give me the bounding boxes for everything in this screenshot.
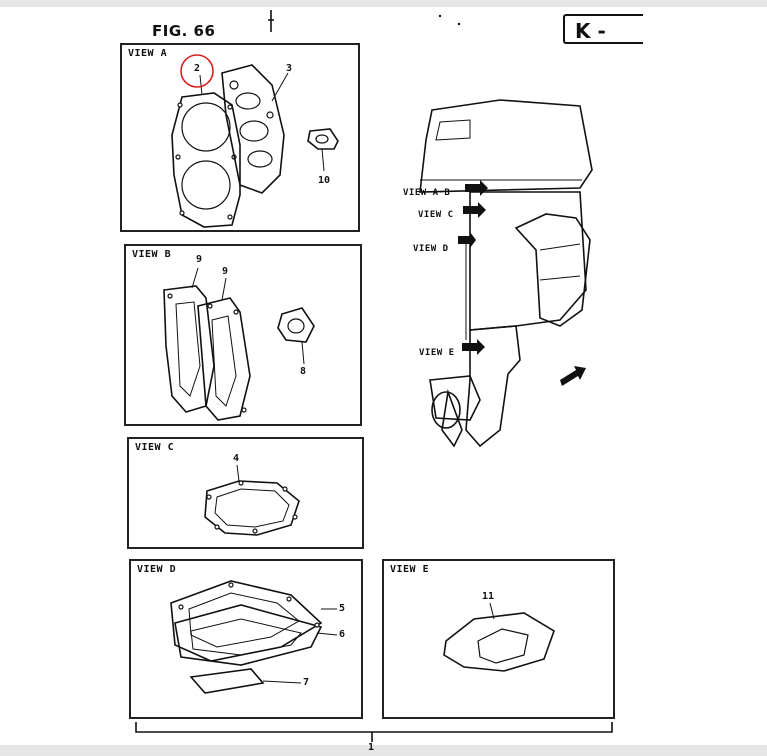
part-number-9a: 9 [196,254,203,265]
part-number-9b: 9 [222,266,229,277]
page-code-box: K - [563,14,643,44]
view-e-label: VIEW E [390,564,430,575]
motor-label-view-d: VIEW D [413,244,449,254]
view-d-panel: VIEW D 5 6 7 [129,559,363,719]
part-number-7: 7 [303,677,310,688]
highlight-circle [180,54,214,88]
view-d-label: VIEW D [137,564,177,575]
view-c-panel: VIEW C 4 [127,437,364,549]
view-e-drawing [443,602,555,672]
part-number-10: 10 [318,175,331,186]
part-number-3: 3 [286,63,293,74]
view-d-drawing [170,580,338,694]
view-b-drawing [163,267,315,421]
part-number-5: 5 [339,603,346,614]
part-number-2: 2 [194,63,201,74]
view-a-drawing [171,54,339,228]
view-e-panel: VIEW E 11 [382,559,615,719]
bottom-reference-number: 1 [368,742,375,753]
view-a-panel: VIEW A 2 3 10 [120,43,360,232]
figure-title: FIG. 66 [152,22,216,40]
motor-label-view-e: VIEW E [419,348,455,358]
part-number-4: 4 [233,453,240,464]
part-number-8: 8 [300,366,307,377]
top-margin-bar [0,0,767,7]
part-number-11: 11 [482,591,495,602]
bottom-margin-bar [0,745,767,756]
view-c-label: VIEW C [135,442,175,453]
view-a-label: VIEW A [128,48,168,59]
view-b-label: VIEW B [132,249,172,260]
part-number-6: 6 [339,629,346,640]
motor-label-view-c: VIEW C [418,210,454,220]
motor-label-view-ab: VIEW A·B [403,188,451,198]
view-c-drawing [204,464,300,536]
view-b-panel: VIEW B 9 9 8 [124,244,362,426]
